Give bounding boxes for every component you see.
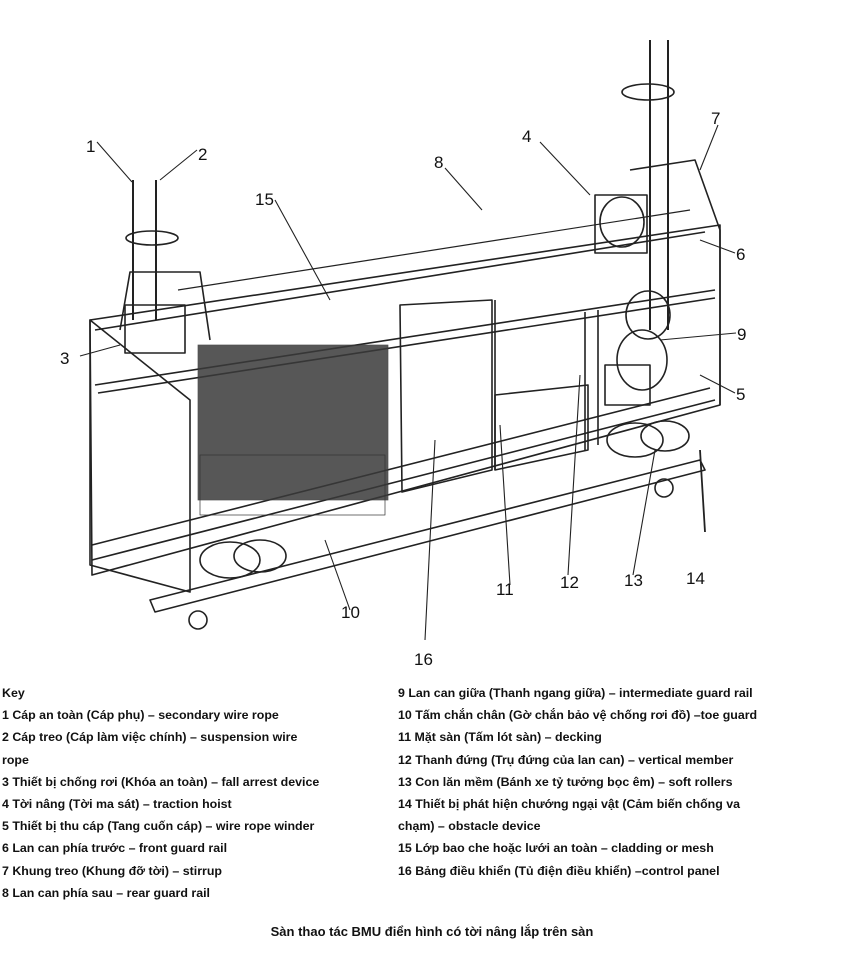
callout-10: 10 (341, 603, 360, 622)
wheel-right (654, 478, 674, 498)
key-item: 3 Thiết bị chống rơi (Khóa an toàn) – fa… (2, 774, 320, 789)
bmu-platform-drawing: 1 2 3 4 5 6 7 8 9 10 11 12 13 14 15 16 (60, 40, 746, 669)
platform-body (89, 224, 721, 576)
key-item: 2 Cáp treo (Cáp làm việc chính) – suspen… (2, 730, 298, 745)
key-item: 16 Bảng điều khiển (Tủ điện điều khiển) … (398, 863, 720, 878)
callout-2: 2 (198, 145, 207, 164)
roller-left (199, 541, 261, 579)
key-item: 7 Khung treo (Khung đỡ tời) – stirrup (2, 863, 222, 878)
key-item: 14 Thiết bị phát hiện chướng ngại vật (C… (398, 797, 741, 812)
decking (494, 384, 589, 471)
callout-3: 3 (60, 349, 69, 368)
key-item: 8 Lan can phía sau – rear guard rail (2, 885, 210, 900)
control-panel (399, 299, 493, 493)
callout-6: 6 (736, 245, 745, 264)
key-list-left: Key 1 Cáp an toàn (Cáp phụ) – secondary … (2, 682, 392, 904)
rope-winder (616, 329, 668, 391)
callout-1: 1 (86, 137, 95, 156)
key-item: 9 Lan can giữa (Thanh ngang giữa) – inte… (398, 686, 753, 700)
callout-4: 4 (522, 127, 531, 146)
callout-14: 14 (686, 569, 705, 588)
callout-15: 15 (255, 190, 274, 209)
key-item: 4 Tời nâng (Tời ma sát) – traction hoist (2, 797, 232, 812)
wheel-left (188, 610, 208, 630)
key-item: 1 Cáp an toàn (Cáp phụ) – secondary wire… (2, 708, 279, 723)
right-rope-disc (621, 83, 675, 101)
callout-9: 9 (737, 325, 746, 344)
traction-hoist (599, 196, 645, 248)
callout-8: 8 (434, 153, 443, 172)
key-item: 5 Thiết bị thu cáp (Tang cuốn cáp) – wir… (2, 819, 315, 834)
key-item: 13 Con lăn mềm (Bánh xe tỷ tưởng bọc êm)… (398, 774, 733, 789)
cladding-mesh (197, 344, 389, 516)
key-item: 12 Thanh đứng (Trụ đứng của lan can) – v… (398, 752, 734, 767)
left-rope-disc (125, 230, 179, 246)
callout-7: 7 (711, 109, 720, 128)
callout-12: 12 (560, 573, 579, 592)
key-item: chạm) – obstacle device (398, 819, 541, 834)
key-item: 15 Lớp bao che hoặc lưới an toàn – cladd… (398, 841, 714, 856)
key-item: rope (2, 752, 29, 767)
key-list-right: 9 Lan can giữa (Thanh ngang giữa) – inte… (398, 682, 858, 882)
key-item: 11 Mặt sàn (Tấm lót sàn) – decking (398, 730, 602, 745)
figure-caption: Sàn thao tác BMU điển hình có tời nâng l… (270, 924, 594, 939)
key-item: 10 Tấm chắn chân (Gờ chắn bảo vệ chống r… (398, 708, 758, 723)
roller-right (606, 422, 664, 458)
callout-5: 5 (736, 385, 745, 404)
callout-16: 16 (414, 650, 433, 669)
key-heading: Key (2, 686, 25, 700)
callout-13: 13 (624, 571, 643, 590)
left-end-panel (89, 319, 191, 593)
callout-11: 11 (496, 580, 514, 599)
key-item: 6 Lan can phía trước – front guard rail (2, 841, 228, 856)
